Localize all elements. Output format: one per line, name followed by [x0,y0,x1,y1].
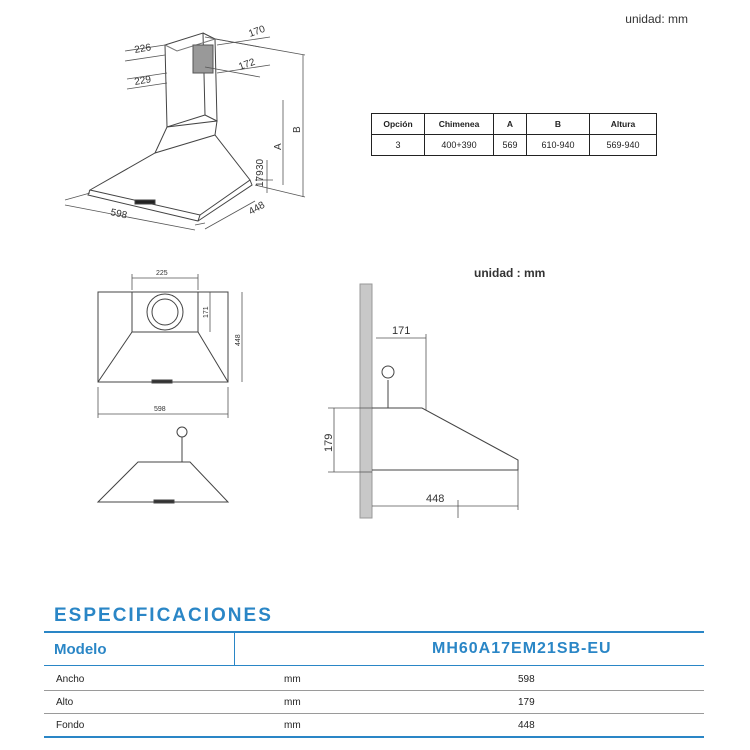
unit-label-middle: unidad : mm [474,266,546,280]
specs-model-row: Modelo MH60A17EM21SB-EU [44,633,704,666]
spec-unit: mm [284,697,301,708]
spec-value: 179 [518,697,535,708]
spec-row-ancho: Ancho mm 598 [44,668,704,691]
spec-row-fondo: Fondo mm 448 [44,714,704,738]
spec-row-alto: Alto mm 179 [44,691,704,714]
model-label: Modelo [54,641,107,658]
isometric-hood-drawing: 226 229 170 172 B A 30 179 598 448 [64,24,306,231]
model-value: MH60A17EM21SB-EU [432,640,612,657]
specs-top-rule [44,631,704,633]
dim-chimney-depth-top: 170 [247,24,267,40]
dim-outlet-height: 171 [203,306,210,318]
table-cell: 400+390 [424,134,494,156]
table-header: A [493,113,527,135]
specs-title: ESPECIFICACIONES [54,605,273,626]
dim-canopy-height: 179 [255,170,266,187]
spec-name: Ancho [56,674,85,685]
header-rule [44,665,704,666]
unit-label-top: unidad: mm [625,12,688,26]
spec-value: 448 [518,720,535,731]
dim-depth: 448 [426,493,444,505]
front-view-drawing: 225 171 448 598 [96,270,243,504]
table-header: Altura [589,113,657,135]
dim-outlet-width: 225 [156,270,168,277]
spec-value: 598 [518,674,535,685]
dim-chimney-bottom: 229 [134,74,153,88]
dimension-table: Opción Chimenea A B Altura 3 400+390 569… [371,113,657,156]
dim-step: 30 [255,158,266,170]
dim-chimney-top: 226 [134,42,153,56]
table-header: Opción [371,113,425,135]
dim-canopy-height: 179 [323,434,335,452]
side-view-drawing: 171 179 448 [323,283,519,519]
table-header: Chimenea [424,113,494,135]
dim-chimney-depth-bottom: 172 [237,57,257,73]
dim-outlet-offset: 171 [392,325,410,337]
spec-name: Fondo [56,720,85,731]
dim-a-label: A [273,143,284,150]
spec-name: Alto [56,697,74,708]
table-header: B [526,113,590,135]
dim-width: 598 [154,406,166,413]
spec-unit: mm [284,674,301,685]
spec-unit: mm [284,720,301,731]
column-divider [234,633,235,666]
table-cell: 569-940 [589,134,657,156]
dim-b-label: B [292,126,303,133]
table-cell: 569 [493,134,527,156]
dim-depth: 448 [247,200,267,218]
dim-width: 598 [109,207,128,221]
dim-body-height: 448 [235,334,242,346]
table-cell: 3 [371,134,425,156]
table-cell: 610-940 [526,134,590,156]
